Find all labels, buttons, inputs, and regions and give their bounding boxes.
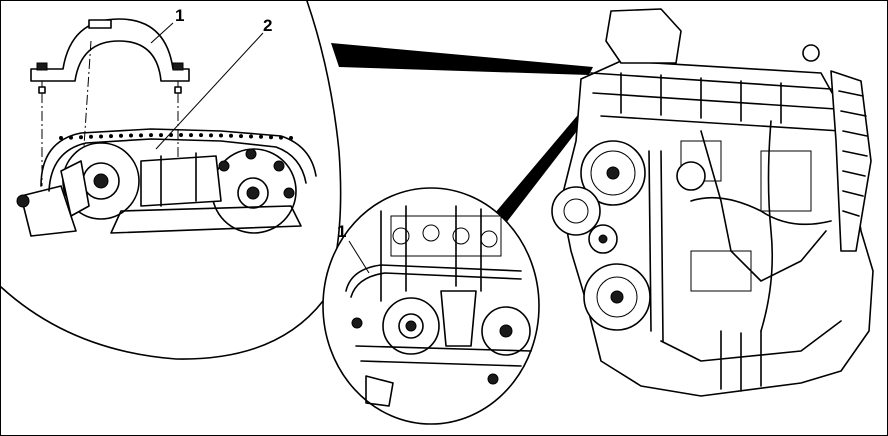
cylinder-head	[590, 72, 842, 132]
inset-detail-view	[322, 187, 540, 425]
leader-line	[155, 32, 264, 150]
callout-label-2: 2	[263, 16, 273, 35]
chain-link	[239, 134, 243, 139]
chain-link	[69, 135, 73, 140]
alignment-line	[82, 40, 92, 162]
chain-link	[139, 133, 143, 138]
projection-wedge	[495, 97, 597, 223]
callout-label-1-inset: 1	[337, 222, 347, 241]
alternator	[551, 186, 601, 236]
chain-link	[209, 133, 213, 138]
chain-link	[219, 133, 223, 138]
idler-pulley	[588, 224, 618, 254]
chain-link	[119, 133, 123, 138]
leader-line	[348, 240, 370, 274]
camshaft-sprocket	[211, 148, 297, 234]
chain-link	[99, 134, 103, 139]
chain-guide	[140, 155, 222, 207]
projection-wedge	[331, 43, 593, 75]
throttle-body	[605, 8, 682, 64]
chain-link	[259, 134, 263, 139]
chain-link	[159, 133, 163, 138]
chain-link	[59, 136, 63, 140]
chain-link	[249, 134, 253, 139]
oil-filter	[830, 70, 872, 252]
chain-link	[289, 136, 293, 140]
callout-label-1: 1	[175, 6, 185, 25]
chain-link	[149, 133, 153, 138]
engine-assembly	[551, 8, 874, 397]
leader-line	[150, 22, 174, 44]
ac-compressor-pulley	[583, 263, 651, 331]
chain-link	[79, 135, 83, 140]
crankshaft-pulley	[580, 140, 646, 206]
timing-chain	[40, 128, 317, 187]
magnified-detail-view	[1, 1, 342, 360]
chain-link	[199, 133, 203, 138]
chain-link	[179, 133, 183, 138]
chain-link	[109, 134, 113, 139]
chain-link	[279, 135, 283, 140]
camshaft-sprocket	[60, 142, 140, 220]
chain-link	[129, 133, 133, 138]
chain-link	[189, 133, 193, 138]
chain-link	[269, 135, 273, 140]
chain-link	[89, 134, 93, 139]
chain-link	[229, 133, 233, 138]
